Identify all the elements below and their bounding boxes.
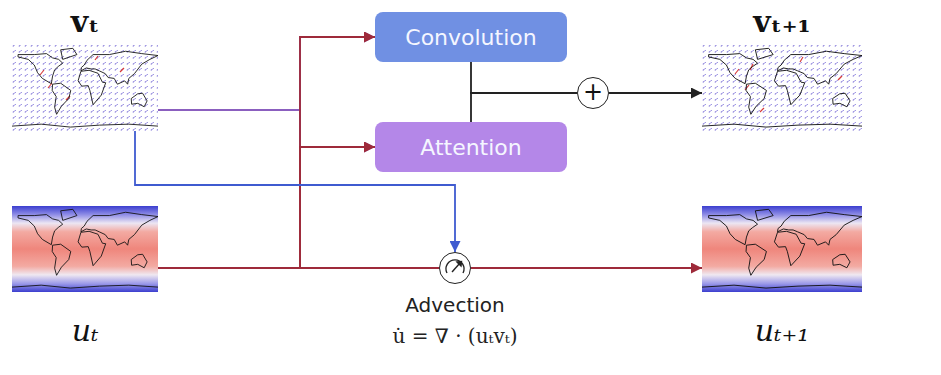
flow-connector xyxy=(471,267,702,269)
temperature-map xyxy=(12,206,158,292)
sum-circle: + xyxy=(577,77,609,109)
wind-map xyxy=(12,45,158,131)
wind-map-panel: vₜ₊₁ xyxy=(702,45,862,131)
variable-label: vₜ₊₁ xyxy=(702,5,862,39)
variable-label: vₜ xyxy=(12,5,158,39)
wind-map-panel: vₜ xyxy=(12,45,158,131)
operator-name: Advection xyxy=(402,293,507,317)
temperature-map xyxy=(702,206,862,292)
temperature-map-panel: uₜ xyxy=(12,206,158,292)
flow-connector xyxy=(471,62,577,93)
flow-connector xyxy=(158,110,375,147)
flow-connector xyxy=(158,37,375,110)
gauge-symbol xyxy=(446,260,464,273)
flow-connector xyxy=(158,267,439,269)
flow-connector xyxy=(609,92,702,94)
temperature-map-panel: uₜ₊₁ xyxy=(702,206,862,292)
operator-symbol: + xyxy=(583,80,603,104)
advection-circle: Advectionu̇ = ∇ · (uₜvₜ) xyxy=(439,252,471,284)
process-box: Attention xyxy=(375,122,567,172)
box-label: Attention xyxy=(420,135,522,160)
variable-label: uₜ₊₁ xyxy=(702,314,862,348)
variable-label: uₜ xyxy=(12,314,158,348)
process-box: Convolution xyxy=(375,12,567,62)
wind-map xyxy=(702,45,862,131)
flow-connector xyxy=(158,147,375,268)
box-label: Convolution xyxy=(405,25,536,50)
flow-connector xyxy=(158,37,375,268)
equation: u̇ = ∇ · (uₜvₜ) xyxy=(389,323,520,349)
flow-connector xyxy=(471,93,577,122)
